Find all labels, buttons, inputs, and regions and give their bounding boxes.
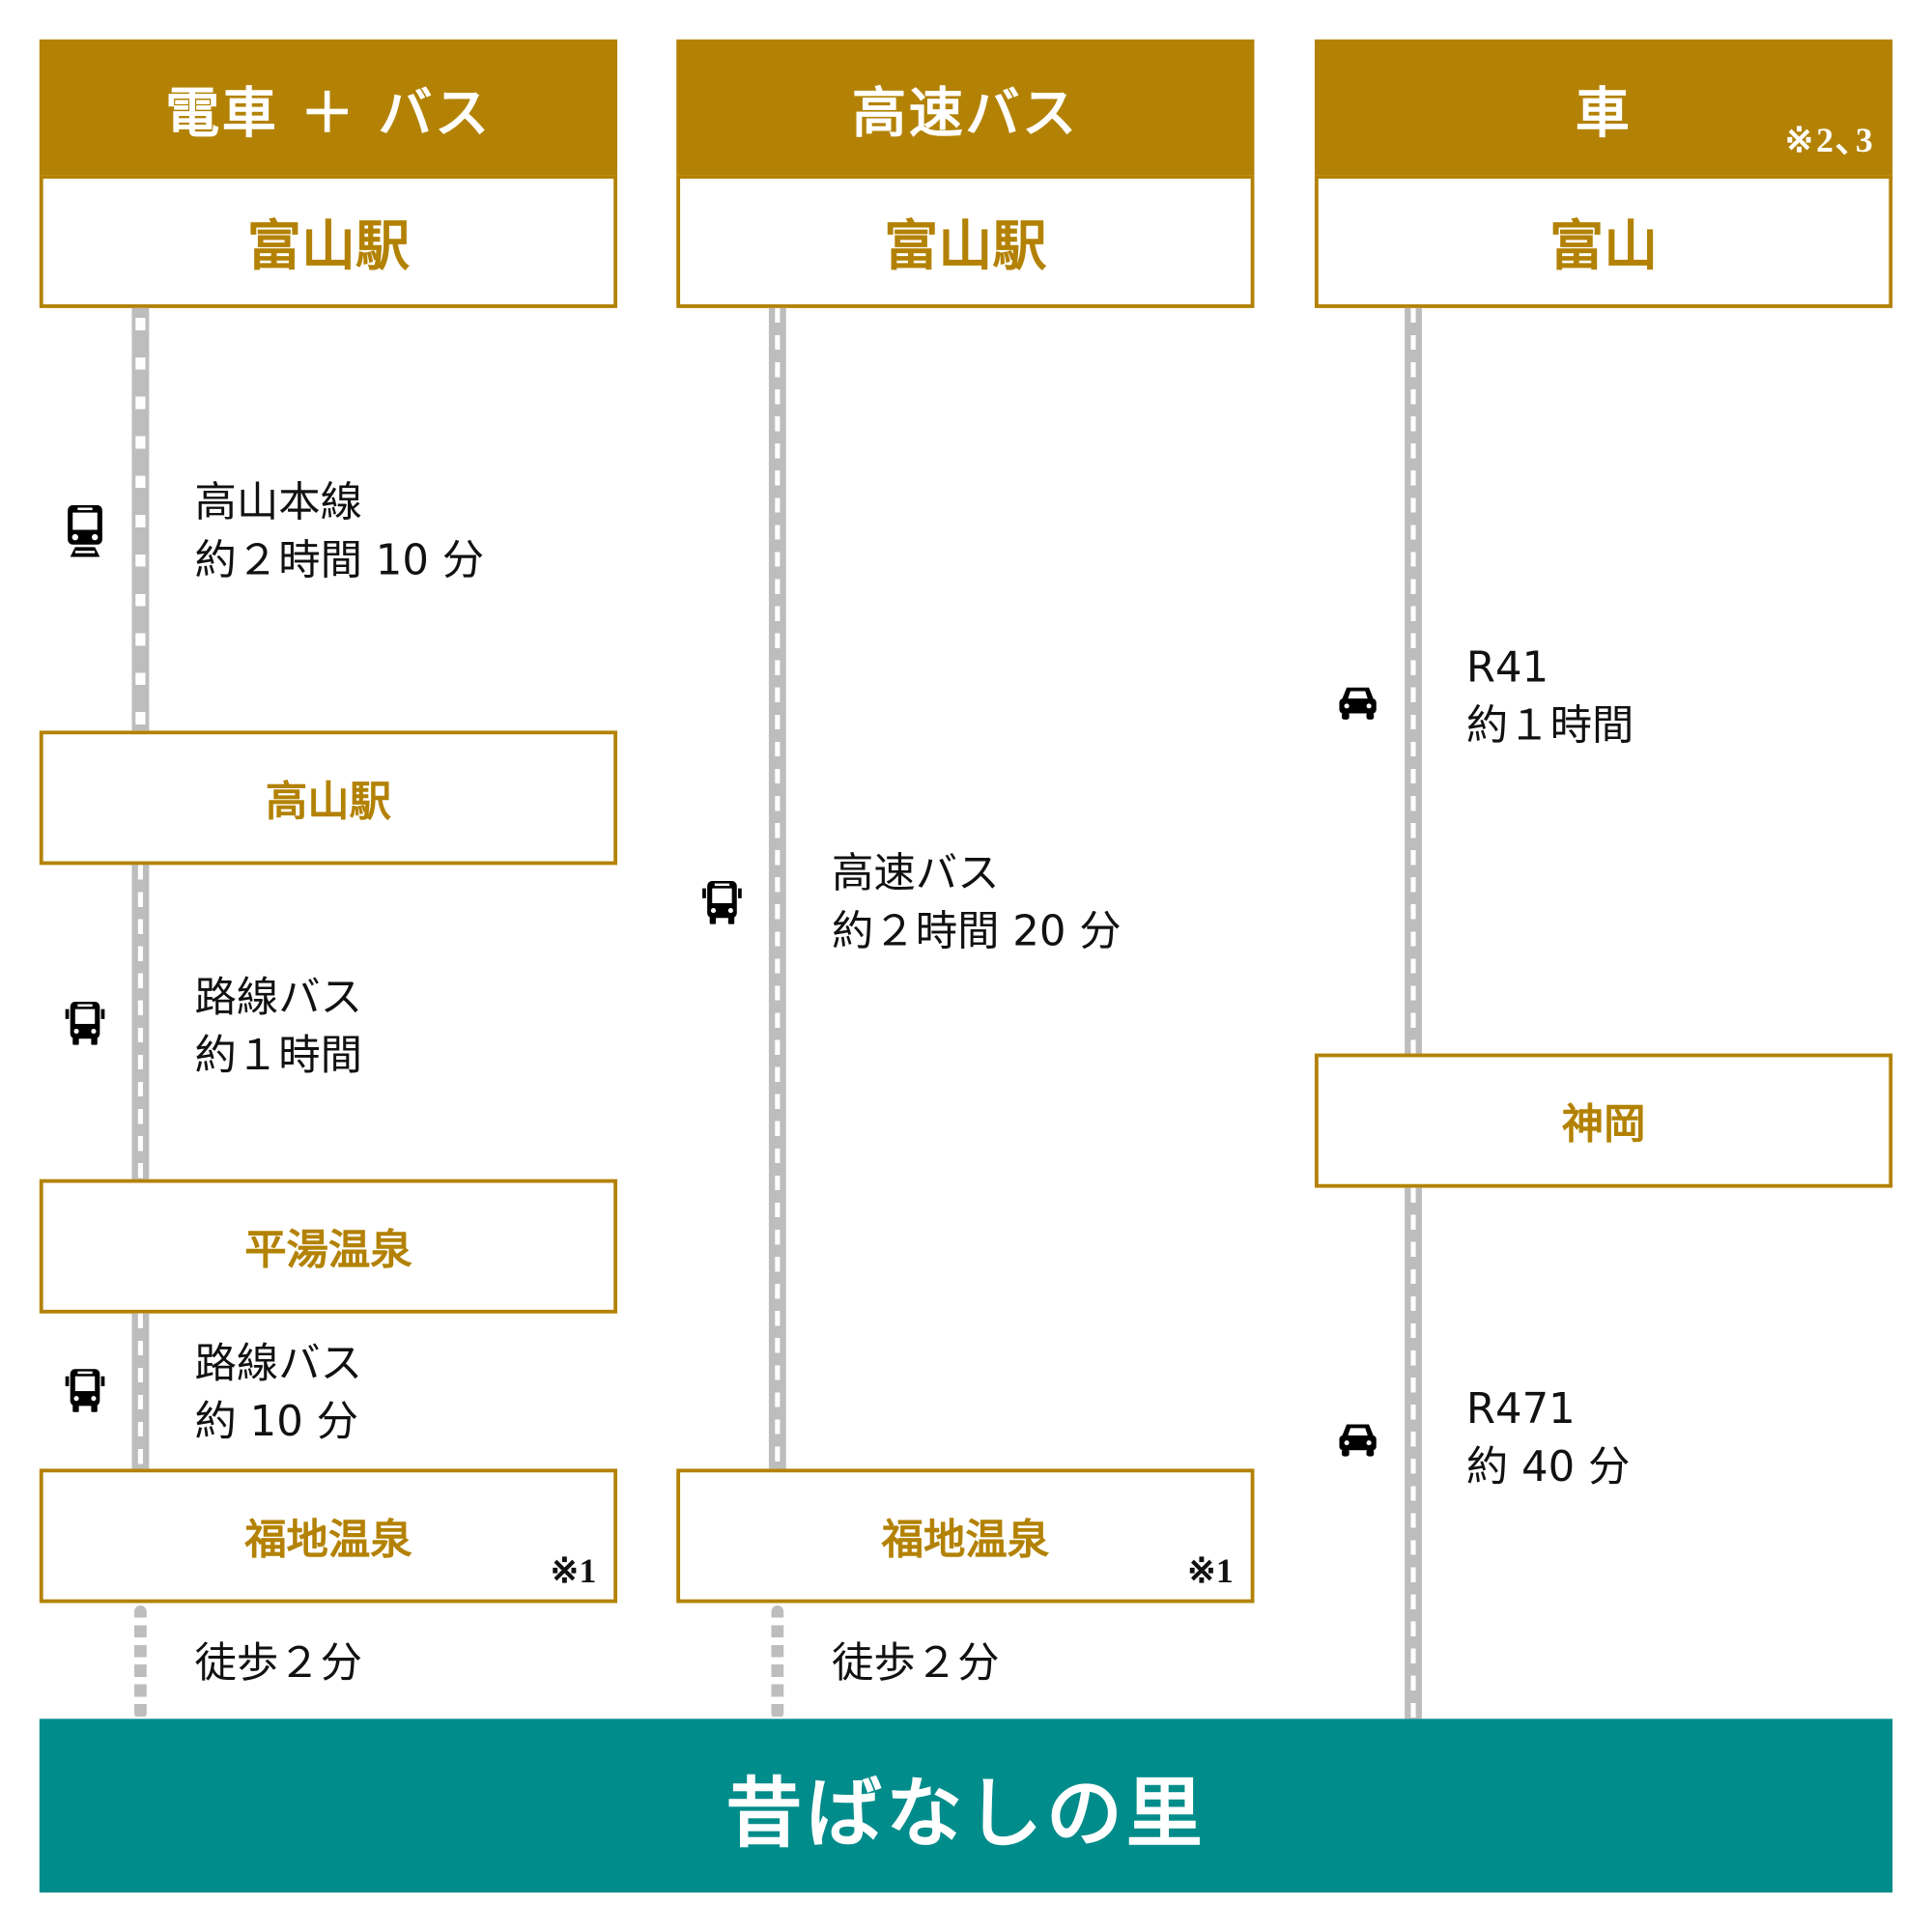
walk-duration: 徒歩２分: [194, 1638, 362, 1689]
stop-hirayu-onsen: 平湯温泉: [39, 1179, 618, 1314]
footnote-mark: ※2､3: [1784, 122, 1876, 160]
stop-kamioka: 神岡: [1314, 1053, 1893, 1188]
stop-takayama-station: 高山駅: [39, 730, 618, 866]
bus-route-line: [131, 1313, 150, 1469]
stop-fukuji-onsen: 福地温泉 ※1: [676, 1468, 1255, 1604]
train-icon: [68, 504, 102, 557]
footnote-mark: ※1: [1186, 1552, 1234, 1591]
leg-duration: 約 10 分: [194, 1397, 359, 1447]
car-icon: [1339, 1424, 1377, 1457]
bus-route-line: [768, 307, 786, 1469]
header-label: 車: [1575, 82, 1633, 146]
bus-route-line: [131, 865, 150, 1179]
leg-express-bus: 高速バス約２時間 20 分: [832, 845, 1122, 961]
leg-duration: 約２時間 10 分: [194, 535, 485, 585]
rail-line: [131, 307, 150, 731]
leg-route: 高山本線: [194, 477, 362, 527]
leg-r471: R471 約 40 分: [1466, 1381, 1631, 1497]
walk-duration: 徒歩２分: [831, 1638, 1000, 1689]
car-icon: [1339, 687, 1377, 720]
walking-path: [134, 1605, 147, 1719]
stop-fukuji-onsen: 福地温泉 ※1: [39, 1468, 618, 1604]
footnote-mark: ※1: [550, 1552, 597, 1591]
leg-route: R471: [1465, 1384, 1576, 1435]
leg-route: R41: [1465, 642, 1549, 693]
leg-takayama-line: 高山本線約２時間 10 分: [195, 474, 485, 590]
header-express-bus: 高速バス: [676, 39, 1255, 178]
road-line: [1405, 307, 1422, 1054]
leg-route-bus-1: 路線バス約１時間: [195, 970, 362, 1086]
leg-duration: 約２時間 20 分: [831, 906, 1122, 956]
road-line: [1405, 1187, 1422, 1719]
stop-name: 福地温泉: [881, 1515, 1050, 1565]
stop-toyama-station: 富山駅: [39, 175, 618, 308]
leg-duration: 約１時間: [1465, 700, 1634, 751]
leg-duration: 約 40 分: [1465, 1442, 1631, 1492]
leg-route: 高速バス: [831, 848, 1000, 898]
stop-name: 福地温泉: [244, 1515, 412, 1565]
destination-banner: 昔ばなしの里: [39, 1719, 1893, 1893]
leg-route-bus-2: 路線バス約 10 分: [195, 1336, 362, 1452]
header-car: 車 ※2､3: [1314, 39, 1893, 178]
bus-icon: [65, 1369, 105, 1412]
stop-toyama-station: 富山駅: [676, 175, 1255, 308]
bus-icon: [65, 1001, 105, 1045]
walking-path: [771, 1605, 784, 1719]
leg-r41: R41 約１時間: [1466, 639, 1634, 755]
leg-route: 路線バス: [194, 1339, 362, 1389]
leg-route: 路線バス: [194, 973, 362, 1023]
bus-icon: [702, 880, 742, 924]
stop-toyama: 富山: [1314, 175, 1893, 308]
leg-duration: 約１時間: [194, 1031, 362, 1081]
header-train-bus: 電車 ＋ バス: [39, 39, 618, 178]
